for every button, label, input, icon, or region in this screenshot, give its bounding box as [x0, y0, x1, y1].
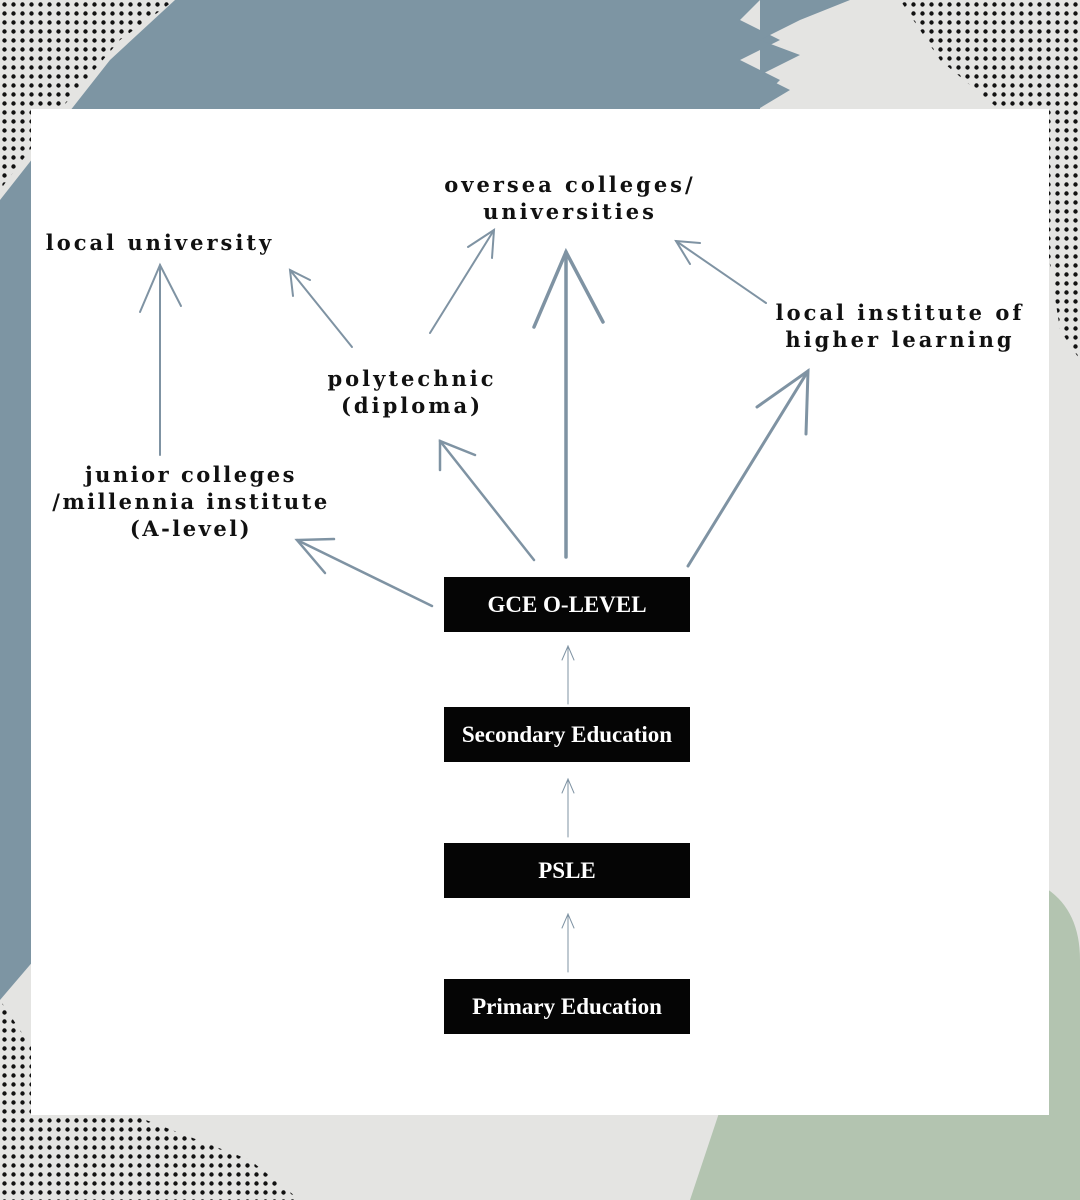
- oversea-line-1: oversea colleges/: [444, 172, 696, 197]
- secondary-education-box: Secondary Education: [444, 707, 690, 762]
- jc-line-1: junior colleges: [85, 462, 297, 487]
- polytechnic-line-1: polytechnic: [327, 366, 497, 391]
- gce-o-level-box: GCE O-LEVEL: [444, 577, 690, 632]
- jc-line-2: /millennia institute: [52, 489, 330, 514]
- jc-line-3: (A-level): [129, 516, 253, 541]
- secondary-education-text: Secondary Education: [461, 721, 673, 747]
- oversea-line-2: universities: [483, 199, 657, 224]
- sage-shape: [690, 880, 1080, 1200]
- primary-education-text: Primary Education: [472, 993, 662, 1019]
- halftone-top-left: [0, 0, 175, 190]
- psle-box: PSLE: [444, 843, 690, 898]
- local-university-text: local university: [45, 230, 275, 255]
- oversea-colleges-label: oversea colleges/ universities: [430, 171, 710, 225]
- institute-line-1: local institute of: [775, 300, 1025, 325]
- polytechnic-line-2: (diploma): [340, 393, 484, 418]
- primary-education-box: Primary Education: [444, 979, 690, 1034]
- halftone-bottom-left: [0, 1000, 300, 1200]
- polytechnic-label: polytechnic (diploma): [312, 365, 512, 419]
- psle-text: PSLE: [538, 857, 596, 883]
- local-university-label: local university: [40, 229, 280, 256]
- institute-line-2: higher learning: [785, 327, 1015, 352]
- junior-colleges-label: junior colleges /millennia institute (A-…: [40, 461, 342, 542]
- gce-o-level-text: GCE O-LEVEL: [487, 591, 647, 617]
- halftone-top-right: [900, 0, 1080, 360]
- local-institute-label: local institute of higher learning: [770, 299, 1030, 353]
